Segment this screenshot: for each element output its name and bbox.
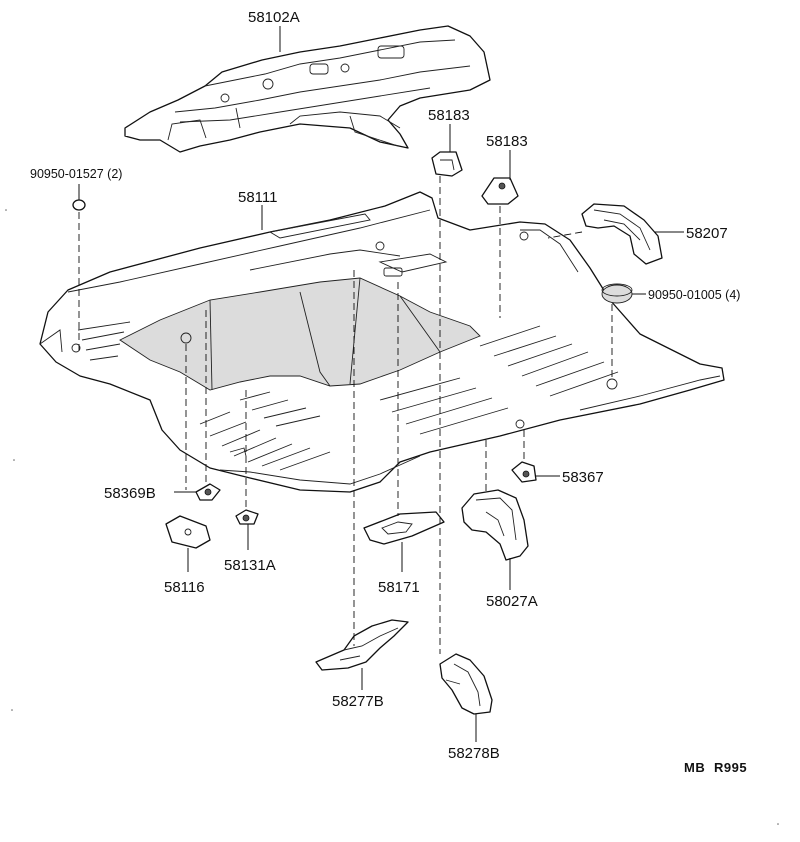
part-58183-left [431,151,463,177]
label-58111: 58111 [238,189,278,206]
part-58116 [165,515,211,549]
label-90950-01005: 90950-01005 (4) [648,288,740,302]
label-90950-01527: 90950-01527 (2) [30,167,122,181]
label-58171: 58171 [378,579,420,596]
label-58116: 58116 [164,579,205,596]
part-58207 [581,203,663,265]
part-58367 [511,461,537,483]
label-58277B: 58277B [332,693,384,710]
part-58027A [461,489,529,561]
diagram-code: MB R995 [684,760,747,775]
margin-specks [5,209,779,825]
label-58183-right: 58183 [486,133,528,150]
label-58369B: 58369B [104,485,156,502]
leader-lines [78,26,684,742]
label-58278B: 58278B [448,745,500,762]
label-58367: 58367 [562,469,604,486]
alignment-lines [78,176,613,654]
part-58102A [124,25,491,153]
part-58278B [439,653,493,715]
part-90950-01527 [72,199,86,211]
label-58207: 58207 [686,225,728,242]
part-58369B [195,483,221,501]
code-left: MB [684,760,705,775]
label-58183-left: 58183 [428,107,470,124]
part-90950-01005 [601,283,633,304]
part-58111 [39,191,725,493]
label-58027A: 58027A [486,593,538,610]
part-58131A [235,509,259,525]
callout-labels: 58102A 58183 58183 90950-01527 (2) 58111… [30,9,740,762]
part-58277B [315,619,409,671]
label-58131A: 58131A [224,557,276,574]
label-58102A: 58102A [248,9,300,26]
part-58171 [363,511,445,545]
part-58183-right [481,177,519,205]
code-right: R995 [714,760,747,775]
